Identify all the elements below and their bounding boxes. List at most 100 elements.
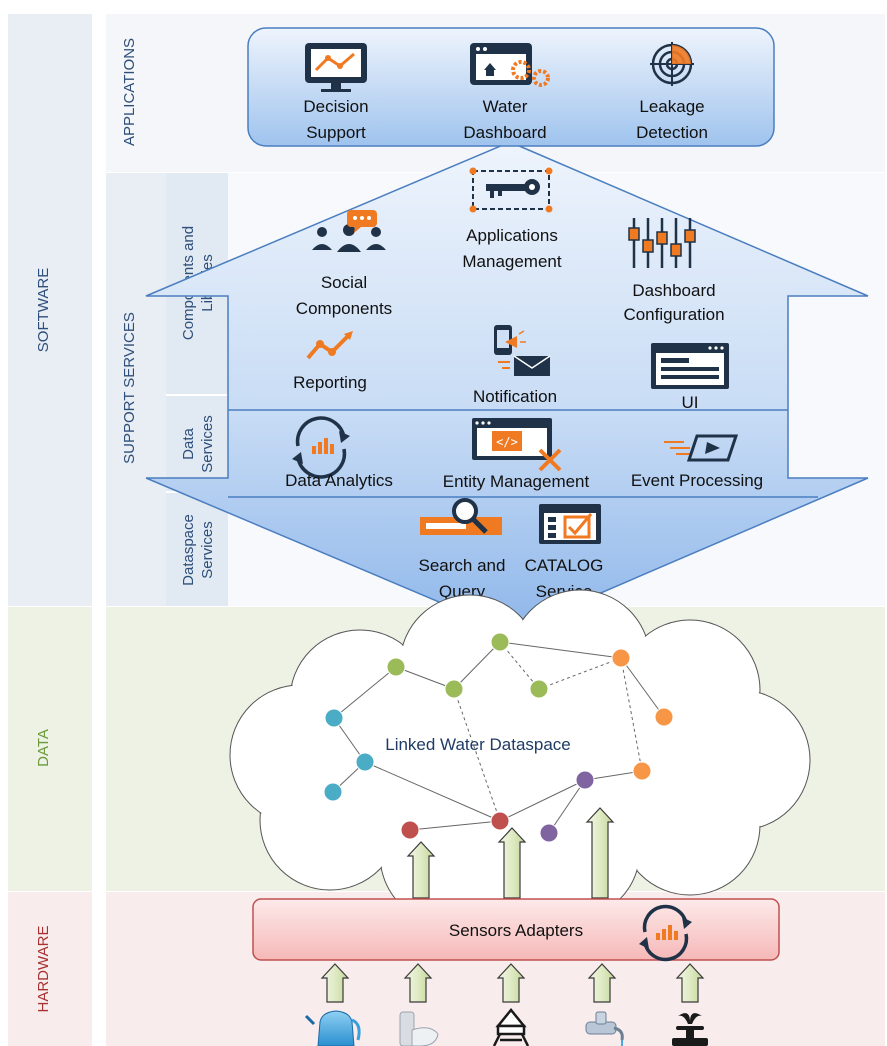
search-query-line1: Search and [419, 556, 506, 575]
toilet-icon [399, 1011, 439, 1046]
hardware-layer-label: HARDWARE [35, 926, 52, 1013]
monitor-chart-icon [305, 43, 367, 92]
reporting-component[interactable]: Reporting [293, 331, 367, 392]
up-arrow [403, 963, 433, 1003]
social-components-component[interactable]: Social Components [296, 210, 392, 318]
phone-mail-icon [494, 325, 551, 376]
applications-layer-label: APPLICATIONS [121, 38, 138, 146]
faucet-icon [585, 1011, 624, 1046]
sensor-data-arrows [406, 807, 615, 899]
refresh-chart-icon [292, 416, 350, 479]
dataspace-network-nodes [323, 632, 674, 843]
dataspace-network-dashed-edges [453, 641, 643, 822]
data-services-sublayer-label: Data Services [180, 415, 216, 473]
key-icon [469, 167, 553, 213]
node-green [490, 632, 510, 652]
node-purple [539, 823, 559, 843]
data-analytics-service[interactable]: Data Analytics [285, 416, 393, 490]
water-dashboard-app[interactable]: Water Dashboard [463, 43, 550, 142]
notification-component[interactable]: Notification [473, 325, 557, 406]
up-arrow [585, 807, 615, 899]
dashboard-configuration-component[interactable]: Dashboard Configuration [623, 218, 725, 324]
node-orange [611, 648, 631, 668]
checklist-icon [539, 504, 601, 544]
applications-management-line1: Applications [466, 226, 558, 245]
event-processing-service[interactable]: Event Processing [631, 434, 763, 490]
ui-component[interactable]: UI [651, 343, 729, 412]
film-icon [664, 434, 739, 462]
decision-support-line1: Decision [303, 97, 368, 116]
dashboard-gear-icon [470, 43, 550, 87]
leakage-detection-line2: Detection [636, 123, 708, 142]
reporting-label: Reporting [293, 373, 367, 392]
svg-text:</>: </> [496, 435, 518, 449]
data-analytics-label: Data Analytics [285, 471, 393, 490]
search-query-service[interactable]: Search and Query [419, 498, 506, 601]
social-components-line1: Social [321, 273, 367, 292]
node-red [490, 811, 510, 831]
device-arrows [320, 963, 705, 1003]
water-tower-icon [492, 1008, 530, 1046]
entity-management-service[interactable]: </> Entity Management [443, 418, 590, 491]
node-purple [575, 770, 595, 790]
decision-support-line2: Support [306, 123, 366, 142]
fountain-icon [672, 1013, 708, 1046]
up-arrow [406, 841, 436, 899]
data-services-label-line1: Data [180, 428, 197, 460]
node-red [400, 820, 420, 840]
node-blue [324, 708, 344, 728]
trend-icon [306, 331, 353, 360]
up-arrow [320, 963, 350, 1003]
up-arrow [496, 963, 526, 1003]
applications-management-line2: Management [462, 252, 562, 271]
sensors-adapters-box[interactable]: Sensors Adapters [252, 898, 780, 962]
notification-label: Notification [473, 387, 557, 406]
sliders-icon [628, 218, 696, 268]
dataspace-services-sublayer-label: Dataspace Services [180, 514, 216, 586]
up-arrow [587, 963, 617, 1003]
data-services-label-line2: Services [199, 415, 216, 473]
radar-icon [650, 42, 694, 86]
dataspace-label: Linked Water Dataspace [385, 735, 571, 754]
software-layer-label: SOFTWARE [35, 268, 52, 352]
applications-management-component[interactable]: Applications Management [462, 167, 562, 272]
catalog-line1: CATALOG [525, 556, 604, 575]
people-chat-icon [312, 210, 386, 252]
dashboard-configuration-line1: Dashboard [632, 281, 715, 300]
refresh-chart-icon [639, 904, 692, 962]
sensors-adapters-label: Sensors Adapters [449, 921, 583, 940]
catalog-service[interactable]: CATALOG Service [525, 504, 604, 601]
hardware-band-left [8, 892, 92, 1046]
node-green [386, 657, 406, 677]
node-blue [323, 782, 343, 802]
applications-box [247, 27, 775, 147]
software-band-left [8, 14, 92, 606]
support-services-layer-label: SUPPORT SERVICES [121, 312, 138, 464]
dataspace-network-edges [332, 641, 665, 834]
decision-support-app[interactable]: Decision Support [303, 43, 369, 142]
support-band-label-column [106, 173, 166, 606]
node-blue [355, 752, 375, 772]
up-arrow [675, 963, 705, 1003]
up-arrow [497, 827, 527, 899]
event-processing-label: Event Processing [631, 471, 763, 490]
dataspace-services-label-line1: Dataspace [180, 514, 197, 586]
leakage-detection-line1: Leakage [639, 97, 704, 116]
ui-label: UI [682, 393, 699, 412]
social-components-line2: Components [296, 299, 392, 318]
node-orange [654, 707, 674, 727]
dataspace-services-label-line2: Services [199, 521, 216, 579]
node-orange [632, 761, 652, 781]
data-band-left [8, 607, 92, 891]
entity-management-label: Entity Management [443, 472, 590, 491]
water-dashboard-line1: Water [483, 97, 528, 116]
dashboard-configuration-line2: Configuration [623, 305, 724, 324]
search-icon [420, 498, 502, 535]
window-icon [651, 343, 729, 389]
code-tools-icon: </> [472, 418, 562, 472]
leakage-detection-app[interactable]: Leakage Detection [636, 42, 708, 142]
node-green [444, 679, 464, 699]
water-dashboard-line2: Dashboard [463, 123, 546, 142]
data-layer-label: DATA [35, 729, 52, 767]
